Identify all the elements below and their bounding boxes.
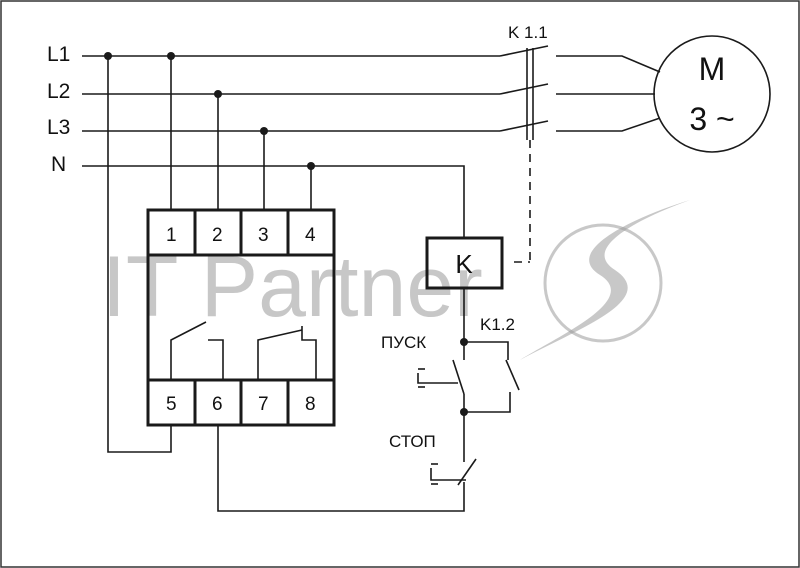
label-n: N	[51, 153, 66, 176]
motor-feed-1	[556, 55, 661, 73]
start-pushbutton-actuator	[417, 373, 458, 384]
contactor-main-contacts: K 1.1	[499, 23, 661, 263]
coil-label: K	[455, 249, 473, 279]
terminal-3: 3	[258, 225, 269, 246]
label-k11: K 1.1	[508, 23, 548, 42]
k12-bottom-lead	[464, 392, 511, 413]
label-l2: L2	[47, 80, 70, 103]
terminal-7: 7	[258, 394, 269, 415]
terminal-5: 5	[166, 394, 177, 415]
stop-circuit: СТОП	[389, 412, 477, 495]
supply-labels: L1 L2 L3 N	[47, 43, 70, 176]
stop-pushbutton-actuator	[430, 468, 466, 481]
label-k12: K1.2	[480, 315, 515, 334]
k11-contact-l2	[499, 83, 549, 95]
relay-contact-1-fixed	[208, 339, 224, 380]
start-contact	[452, 359, 465, 395]
start-circuit: K1.2 ПУСК	[381, 315, 520, 416]
terminal-1: 1	[166, 225, 177, 246]
contactor-coil: K	[425, 236, 504, 342]
supply-lines	[82, 55, 500, 238]
motor: M 3 ~	[653, 35, 771, 153]
motor-feed-3	[556, 117, 661, 132]
wire-6-to-stop	[217, 425, 465, 512]
terminal-4: 4	[305, 225, 316, 246]
label-stop: СТОП	[389, 432, 436, 451]
wire-l1-to-5	[107, 56, 172, 453]
motor-circle	[653, 35, 771, 153]
k11-contact-l1	[499, 45, 549, 57]
label-l1: L1	[47, 43, 70, 66]
line-n	[82, 165, 465, 238]
k11-contact-l3	[499, 120, 549, 132]
terminal-6: 6	[212, 394, 223, 415]
relay-feeds	[104, 52, 465, 512]
k12-top-lead	[464, 341, 509, 360]
relay-contact-2	[257, 329, 303, 380]
stop-contact	[457, 458, 477, 486]
label-l3: L3	[47, 116, 70, 139]
watermark-ring	[543, 223, 663, 343]
motor-phase-label: 3 ~	[689, 101, 734, 137]
relay-contact-2-fixed	[301, 326, 317, 380]
terminal-2: 2	[212, 225, 223, 246]
k12-contact	[505, 359, 520, 391]
relay-contact-1	[170, 321, 207, 380]
label-start: ПУСК	[381, 333, 426, 352]
voltage-relay: 1 2 3 4 5 6 7 8	[146, 208, 336, 427]
terminal-8: 8	[305, 394, 316, 415]
motor-label: M	[699, 51, 726, 87]
